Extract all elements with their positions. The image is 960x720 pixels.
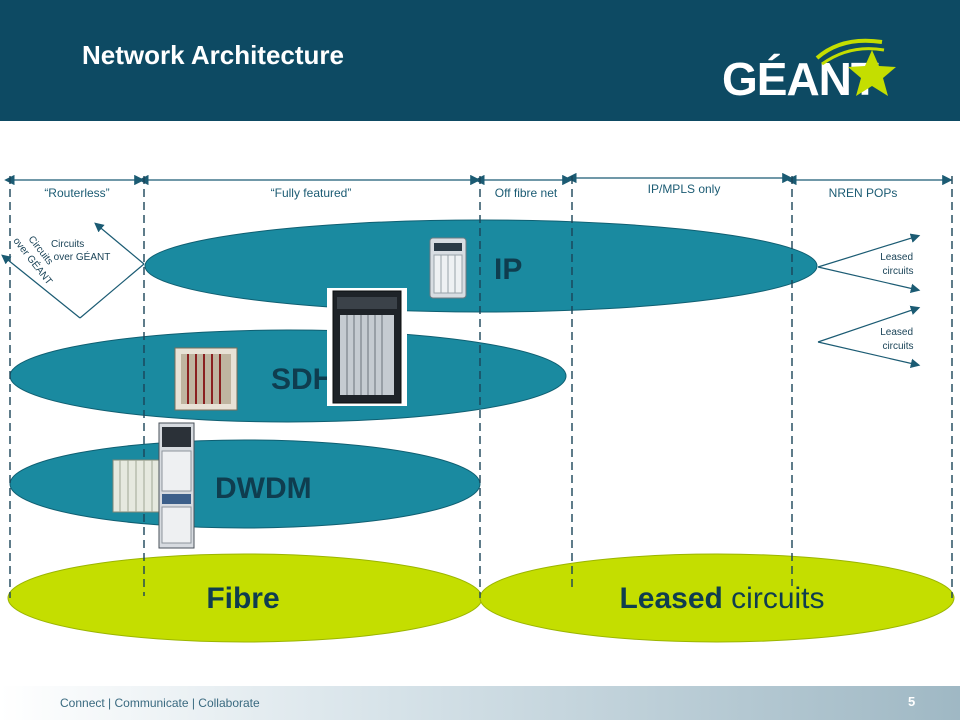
star-swoosh-logo-icon: [815, 38, 896, 96]
ip-layer: [144, 219, 818, 313]
leased-rest: circuits: [723, 582, 825, 615]
segment-label-off-fibre: Off fibre net: [495, 186, 558, 200]
leased2-line1: Leased: [880, 327, 913, 338]
segment-label-routerless: “Routerless”: [44, 186, 109, 200]
leased-circuits-arrows: [817, 233, 921, 369]
architecture-diagram: “Routerless” “Fully featured” Off fibre …: [0, 121, 960, 686]
footer-tagline: Connect | Communicate | Collaborate: [60, 696, 260, 710]
footer-bar: Connect | Communicate | Collaborate 5: [0, 686, 960, 720]
fibre-layer-label: Fibre: [206, 582, 279, 615]
leased-bold: Leased: [619, 582, 722, 615]
dwdm-rack-icon: [158, 422, 195, 549]
circuits-line2: over GÉANT: [54, 250, 111, 263]
header-bar: Network Architecture GÉANT: [0, 0, 960, 121]
leased2-line2: circuits: [882, 341, 913, 352]
dwdm-shelf-icon: [112, 459, 164, 513]
geant-logo: GÉANT: [722, 36, 922, 116]
leased1-line1: Leased: [880, 252, 913, 263]
circuits-over-geant-label: Circuits over GÉANT: [51, 239, 110, 263]
circuits-line1: Circuits: [51, 239, 84, 250]
sdh-equipment-icon: [174, 347, 238, 411]
sdh-layer-label: SDH: [271, 363, 334, 396]
leased-circuits-label-1: Leased circuits: [880, 252, 916, 277]
leased-circuits-label-2: Leased circuits: [880, 327, 916, 352]
leased1-line2: circuits: [882, 266, 913, 277]
logo-text: GÉANT: [722, 53, 879, 105]
ip-layer-label: IP: [494, 253, 522, 286]
leased-layer-label: Leased circuits: [619, 582, 824, 615]
router-t640-icon: [429, 237, 467, 299]
segment-label-ipmpls: IP/MPLS only: [648, 182, 721, 196]
dwdm-layer-label: DWDM: [215, 472, 312, 505]
segment-arrows: [4, 172, 953, 186]
page-number: 5: [908, 694, 916, 709]
segment-dividers: [9, 176, 953, 598]
segment-label-nren: NREN POPs: [829, 186, 898, 200]
large-router-chassis-icon: [327, 288, 407, 406]
segment-label-fully-featured: “Fully featured”: [271, 186, 352, 200]
circuits-over-geant-arrows: [1, 222, 145, 319]
slide-title: Network Architecture: [82, 40, 344, 70]
